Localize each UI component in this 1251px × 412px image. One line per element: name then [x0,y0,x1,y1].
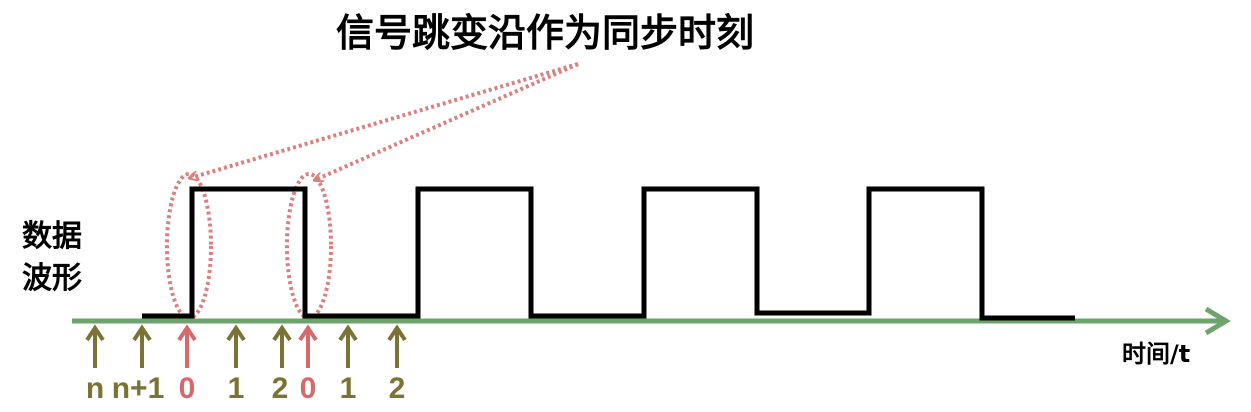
tick-2: 0 [177,324,197,405]
time-axis-label: 时间/t [1122,340,1190,368]
annotation-arrow-second-edge [315,62,579,180]
tick-label: 1 [340,372,357,405]
tick-6: 1 [338,324,358,405]
ylabel-line2: 波形 [22,261,82,296]
tick-label: 2 [389,372,406,405]
edge-highlight-falling [285,172,333,320]
tick-label: 0 [179,372,196,405]
tick-1: n+1 [112,324,165,405]
diagram-title: 信号跳变沿作为同步时刻 [336,11,754,55]
time-axis-arrowhead [1204,306,1231,336]
edge-highlight-rising [165,172,213,320]
tick-label: 1 [228,372,245,405]
ylabel-line1: 数据 [22,219,82,254]
tick-5: 0 [298,324,318,405]
tick-3: 1 [226,324,246,405]
annotation-arrows [190,62,579,180]
tick-7: 2 [387,324,407,405]
tick-arrow-head [177,324,197,342]
tick-arrow-head [338,324,358,342]
tick-0: n [85,324,105,405]
tick-arrow-head [298,324,318,342]
tick-label: n+1 [112,372,165,405]
tick-arrow-head [226,324,246,342]
tick-arrow-head [85,324,105,342]
tick-arrow-head [272,324,292,342]
tick-4: 2 [272,324,292,405]
data-waveform [142,186,1075,321]
tick-label: 2 [272,372,289,405]
tick-label: n [86,372,104,405]
tick-arrow-head [387,324,407,342]
tick-arrow-head [132,324,152,342]
annotation-arrow-first-edge [190,62,579,178]
tick-label: 0 [300,372,317,405]
